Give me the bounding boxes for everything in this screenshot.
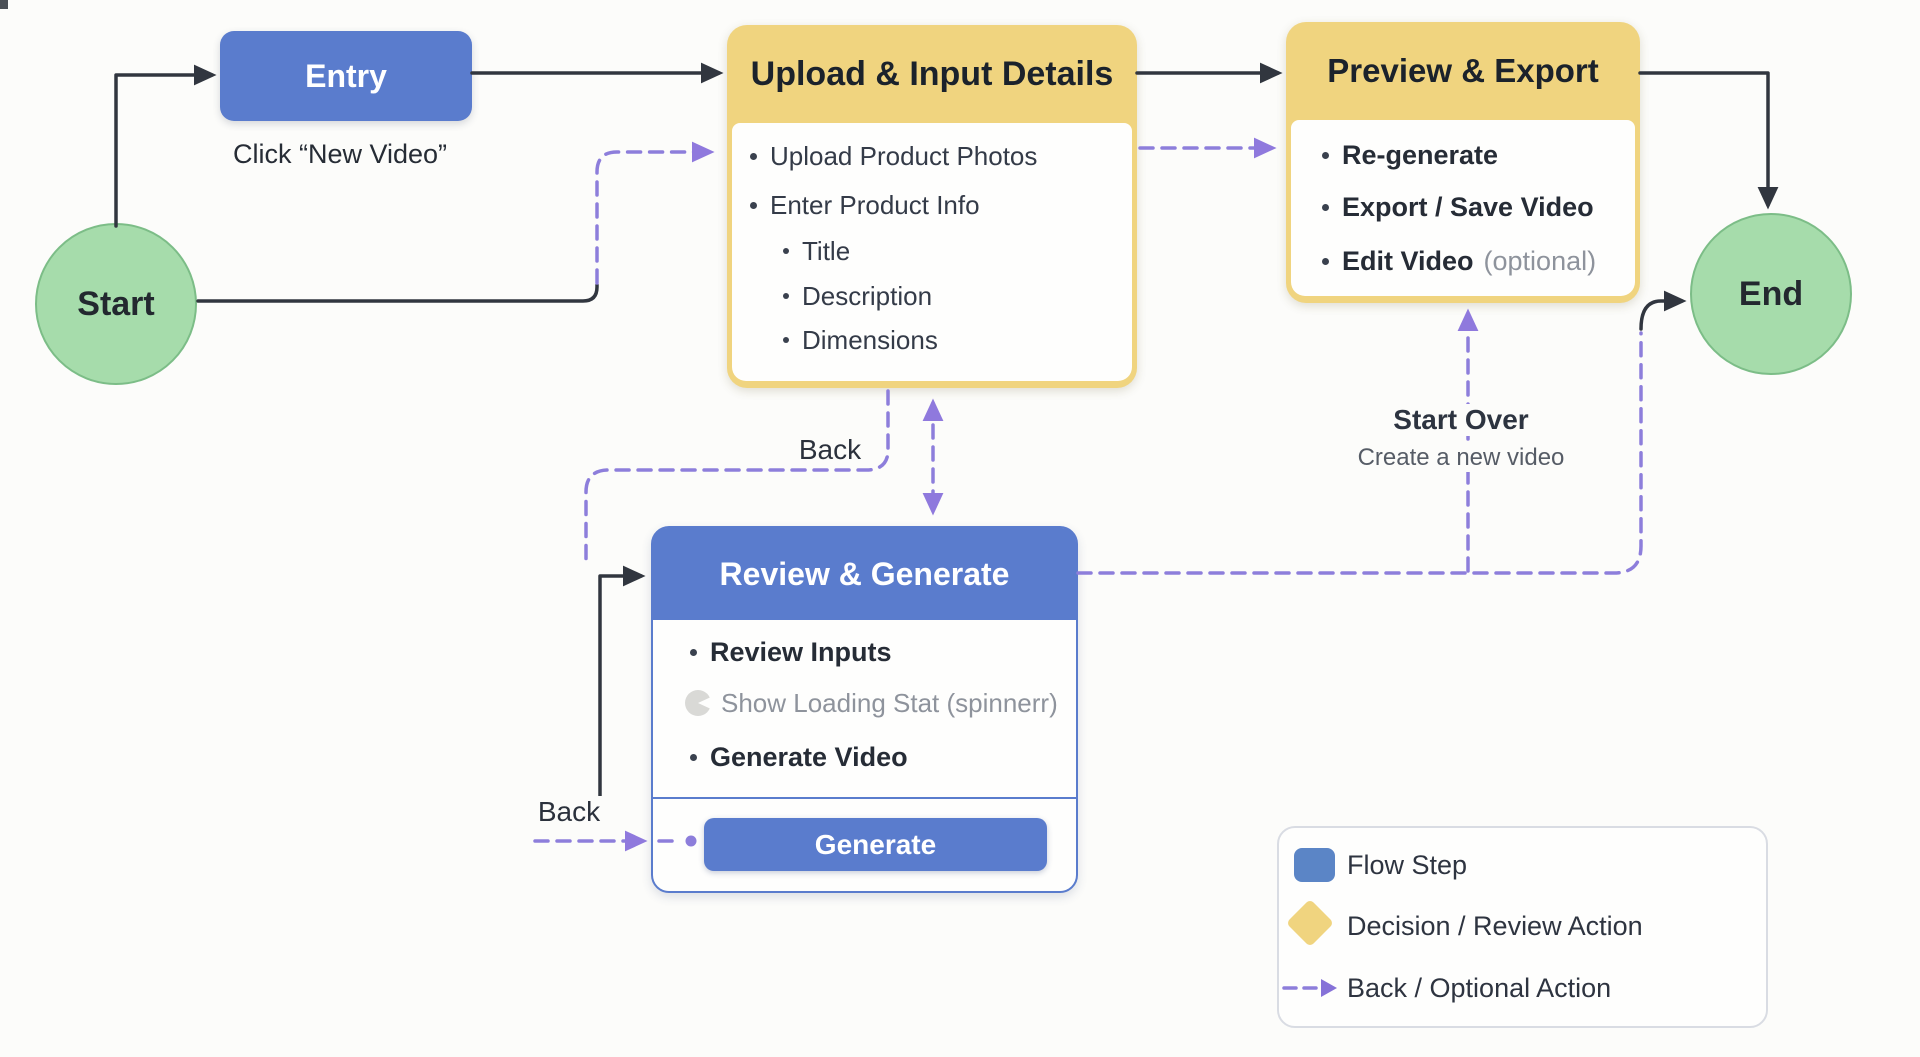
back-label-top: Back bbox=[786, 434, 874, 466]
upload-subitem-label: Description bbox=[802, 280, 933, 311]
start-over-caption: Create a new video bbox=[1350, 444, 1572, 472]
node-preview-export[interactable]: Preview & Export Re-generate Export / Sa… bbox=[1286, 22, 1640, 303]
preview-item-regenerate: Re-generate bbox=[1322, 140, 1498, 170]
start-over-label: Start Over bbox=[1374, 404, 1548, 436]
node-entry[interactable]: Entry bbox=[220, 31, 472, 121]
upload-item-label: Enter Product Info bbox=[770, 189, 980, 220]
legend-decision-label: Decision / Review Action bbox=[1347, 910, 1643, 941]
review-item-label: Review Inputs bbox=[710, 636, 892, 667]
decision-diamond-icon bbox=[1285, 898, 1335, 948]
preview-item-label: Edit Video bbox=[1342, 245, 1474, 276]
start-label: Start bbox=[77, 284, 155, 323]
dashed-arrow-start-to-upload bbox=[595, 141, 715, 285]
bullet-icon bbox=[783, 293, 789, 299]
upload-subitem-title: Title bbox=[783, 236, 850, 266]
dashed-arrow-icon bbox=[1282, 979, 1337, 997]
review-item-inputs: Review Inputs bbox=[690, 637, 892, 667]
bullet-icon bbox=[750, 152, 757, 160]
arrow-into-review bbox=[598, 565, 646, 800]
node-upload-details[interactable]: Upload & Input Details Upload Product Ph… bbox=[727, 25, 1137, 388]
optional-note: (optional) bbox=[1483, 245, 1597, 276]
review-divider bbox=[653, 797, 1076, 799]
end-label: End bbox=[1738, 274, 1804, 313]
preview-item-label: Re-generate bbox=[1342, 139, 1499, 170]
upload-subitem-label: Title bbox=[802, 235, 851, 266]
review-title: Review & Generate bbox=[653, 528, 1076, 620]
legend-flow-step-label: Flow Step bbox=[1347, 849, 1468, 880]
bullet-icon bbox=[1322, 257, 1329, 265]
flow-step-swatch-icon bbox=[1294, 848, 1335, 882]
upload-item-label: Upload Product Photos bbox=[770, 140, 1038, 171]
loading-status-label: Show Loading Stat (spinnerr) bbox=[721, 687, 1058, 718]
preview-item-export: Export / Save Video bbox=[1322, 192, 1594, 222]
node-end[interactable]: End bbox=[1690, 213, 1852, 375]
upload-item-info: Enter Product Info bbox=[750, 190, 980, 220]
legend[interactable]: Flow Step Decision / Review Action Back … bbox=[1277, 826, 1768, 1028]
corner-artifact bbox=[0, 0, 8, 9]
bullet-icon bbox=[1322, 151, 1329, 159]
node-review-generate[interactable]: Review & Generate Review Inputs Show Loa… bbox=[651, 526, 1078, 893]
bullet-icon bbox=[783, 337, 789, 343]
bullet-icon bbox=[783, 248, 789, 254]
review-item-label: Generate Video bbox=[710, 741, 908, 772]
generate-button-label: Generate bbox=[814, 828, 937, 860]
arrow-start-to-entry bbox=[114, 64, 217, 228]
entry-label: Entry bbox=[305, 57, 387, 94]
bullet-icon bbox=[750, 201, 757, 209]
upload-subitem-dimensions: Dimensions bbox=[783, 325, 938, 355]
entry-caption: Click “New Video” bbox=[232, 139, 448, 169]
bullet-icon bbox=[1322, 203, 1329, 211]
upload-panel bbox=[732, 123, 1132, 381]
upload-item-photos: Upload Product Photos bbox=[750, 141, 1037, 171]
line-start-to-upload-elbow bbox=[196, 283, 599, 303]
review-loading-row: Show Loading Stat (spinnerr) bbox=[685, 688, 1058, 718]
loading-spinner-icon bbox=[685, 690, 711, 716]
upload-title: Upload & Input Details bbox=[750, 54, 1114, 93]
arrow-hook-into-end bbox=[1639, 290, 1687, 331]
preview-item-label: Export / Save Video bbox=[1342, 191, 1594, 222]
review-item-generate: Generate Video bbox=[690, 742, 908, 772]
bullet-icon bbox=[690, 753, 697, 761]
preview-panel bbox=[1291, 120, 1635, 296]
node-start[interactable]: Start bbox=[35, 223, 197, 385]
back-label-bottom: Back bbox=[525, 796, 613, 828]
preview-item-edit: Edit Video (optional) bbox=[1322, 246, 1596, 276]
upload-subitem-label: Dimensions bbox=[802, 324, 938, 355]
generate-button[interactable]: Generate bbox=[704, 818, 1047, 871]
bullet-icon bbox=[690, 648, 697, 656]
legend-back-optional-label: Back / Optional Action bbox=[1347, 972, 1612, 1003]
upload-subitem-description: Description bbox=[783, 281, 932, 311]
arrow-preview-to-end bbox=[1638, 71, 1779, 210]
preview-title: Preview & Export bbox=[1327, 52, 1599, 89]
